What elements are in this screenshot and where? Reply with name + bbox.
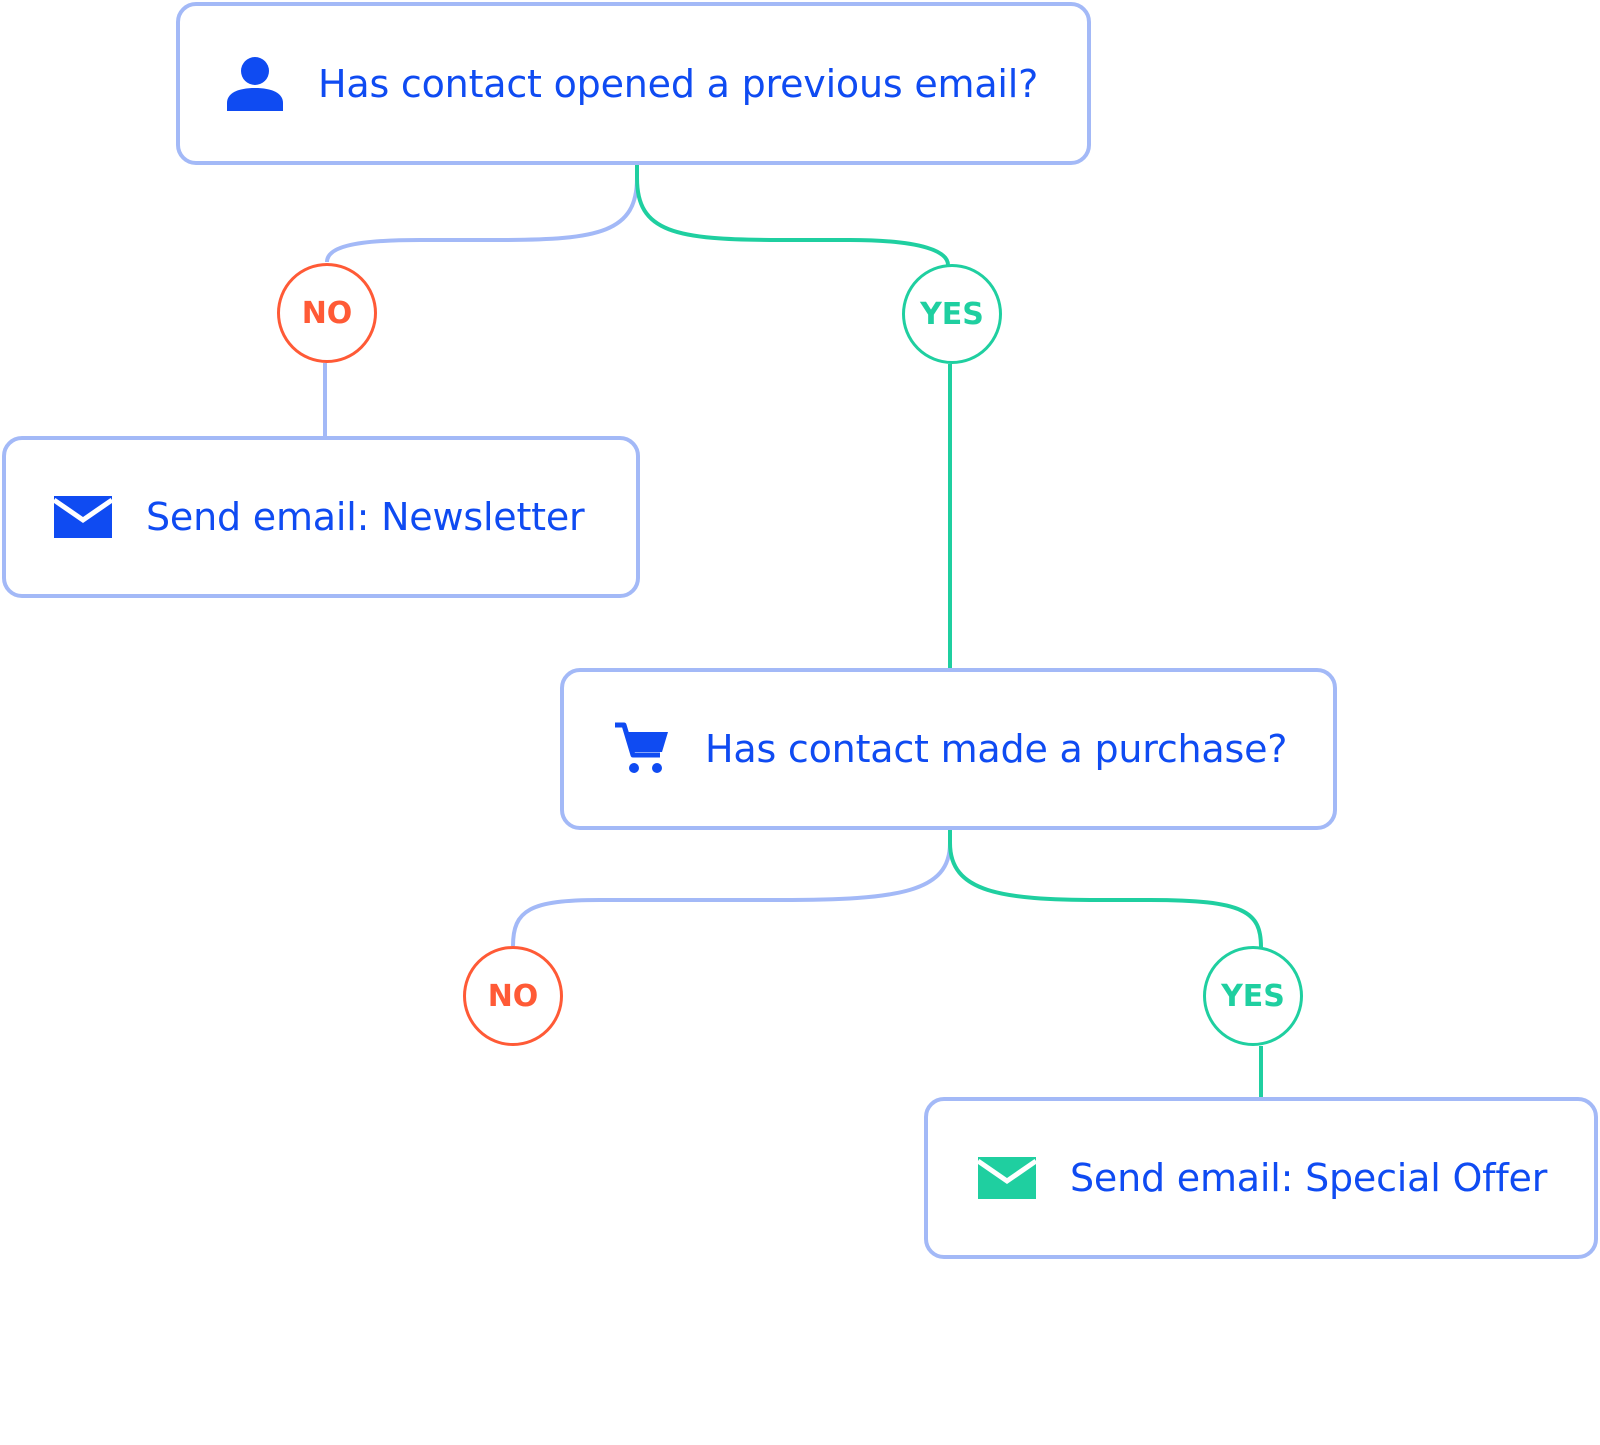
connector-q2-no: [511, 830, 952, 947]
decision-node-made-purchase[interactable]: Has contact made a purchase?: [560, 668, 1337, 830]
decision-node-opened-email[interactable]: Has contact opened a previous email?: [176, 2, 1091, 165]
decision-node-label: Has contact made a purchase?: [705, 727, 1288, 771]
person-icon: [226, 55, 284, 113]
action-node-label: Send email: Newsletter: [146, 495, 585, 539]
action-node-special-offer[interactable]: Send email: Special Offer: [924, 1097, 1598, 1259]
cart-icon: [614, 722, 670, 776]
decision-node-label: Has contact opened a previous email?: [318, 61, 1039, 106]
action-node-newsletter[interactable]: Send email: Newsletter: [2, 436, 640, 598]
action-node-label: Send email: Special Offer: [1070, 1156, 1548, 1200]
branch-badge-no: NO: [277, 263, 377, 363]
connector-q2-yes: [948, 830, 1263, 948]
envelope-icon: [54, 496, 112, 538]
branch-badge-yes: YES: [902, 264, 1002, 364]
connector-q1-yes: [635, 165, 950, 266]
branch-badge-no: NO: [463, 946, 563, 1046]
branch-badge-yes: YES: [1203, 946, 1303, 1046]
envelope-icon: [978, 1157, 1036, 1199]
connector-q1-no: [325, 165, 639, 263]
